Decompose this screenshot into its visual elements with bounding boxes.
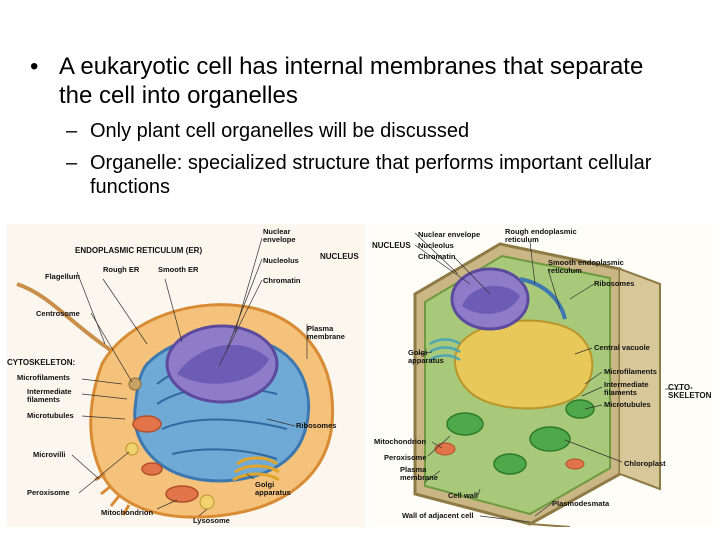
label-smooth-er: Smooth endoplasmic reticulum [548, 258, 624, 275]
label-rough-er: Rough ER [103, 265, 140, 274]
bullet-mark: • [30, 53, 39, 80]
label-microtubules: Microtubules [604, 400, 651, 409]
label-microfilaments: Microfilaments [604, 367, 657, 376]
label-central-vacuole: Central vacuole [594, 343, 650, 352]
label-chloroplast: Chloroplast [624, 459, 666, 468]
plant-cell-figure: NUCLEUS Nuclear envelope Nucleolus Chrom… [370, 224, 714, 527]
label-smooth-er: Smooth ER [158, 265, 199, 274]
label-lysosome: Lysosome [193, 516, 230, 525]
label-peroxisome: Peroxisome [27, 488, 70, 497]
label-plasmodesmata: Plasmodesmata [552, 499, 610, 508]
label-plasma-membrane: Plasma membrane [307, 324, 345, 341]
label-plasma-membrane: Plasma membrane [400, 465, 438, 482]
label-nuclear-envelope: Nuclear envelope [263, 227, 296, 244]
label-microfilaments: Microfilaments [17, 373, 70, 382]
sub-bullet: – Only plant cell organelles will be dis… [66, 119, 696, 143]
label-cytoskeleton: CYTOSKELETON: [7, 358, 76, 367]
animal-cell-illustration [16, 237, 335, 519]
label-chromatin: Chromatin [263, 276, 301, 285]
label-mitochondrion: Mitochondrion [374, 437, 427, 446]
label-er-header: ENDOPLASMIC RETICULUM (ER) [75, 246, 203, 255]
label-nucleus: NUCLEUS [372, 241, 411, 250]
label-nucleus: NUCLEUS [320, 252, 359, 261]
label-microtubules: Microtubules [27, 411, 74, 420]
sub-bullet-text: Organelle: specialized structure that pe… [90, 152, 652, 198]
label-nuclear-envelope: Nuclear envelope [418, 230, 481, 239]
label-ribosomes: Ribosomes [296, 421, 337, 430]
label-ribosomes: Ribosomes [594, 279, 635, 288]
label-flagellum: Flagellum [45, 272, 81, 281]
label-nucleolus: Nucleolus [263, 256, 299, 265]
label-golgi: Golgi apparatus [408, 348, 444, 365]
label-cytoskeleton: CYTO- SKELETON [668, 383, 712, 400]
main-bullet-text: A eukaryotic cell has internal membranes… [59, 53, 644, 109]
label-microvilli: Microvilli [33, 450, 66, 459]
label-rough-er: Rough endoplasmic reticulum [505, 227, 577, 244]
plant-cell-illustration [413, 232, 682, 527]
label-intermediate-filaments: Intermediate filaments [27, 387, 72, 404]
label-nucleolus: Nucleolus [418, 241, 454, 250]
animal-cell-figure: ENDOPLASMIC RETICULUM (ER) Rough ER Smoo… [7, 224, 365, 527]
main-bullet: • A eukaryotic cell has internal membran… [30, 52, 670, 110]
sub-bullet-mark: – [66, 152, 78, 174]
label-centrosome: Centrosome [36, 309, 80, 318]
label-intermediate-filaments: Intermediate filaments [604, 380, 649, 397]
label-chromatin: Chromatin [418, 252, 456, 261]
label-mitochondrion: Mitochondrion [101, 508, 154, 517]
sub-bullet: – Organelle: specialized structure that … [66, 151, 696, 199]
label-wall-adjacent-cell: Wall of adjacent cell [402, 511, 474, 520]
label-cell-wall: Cell wall [448, 491, 479, 500]
sub-bullet-text: Only plant cell organelles will be discu… [90, 120, 470, 142]
sub-bullet-mark: – [66, 120, 78, 142]
label-peroxisome: Peroxisome [384, 453, 427, 462]
label-golgi: Golgi apparatus [255, 480, 291, 497]
